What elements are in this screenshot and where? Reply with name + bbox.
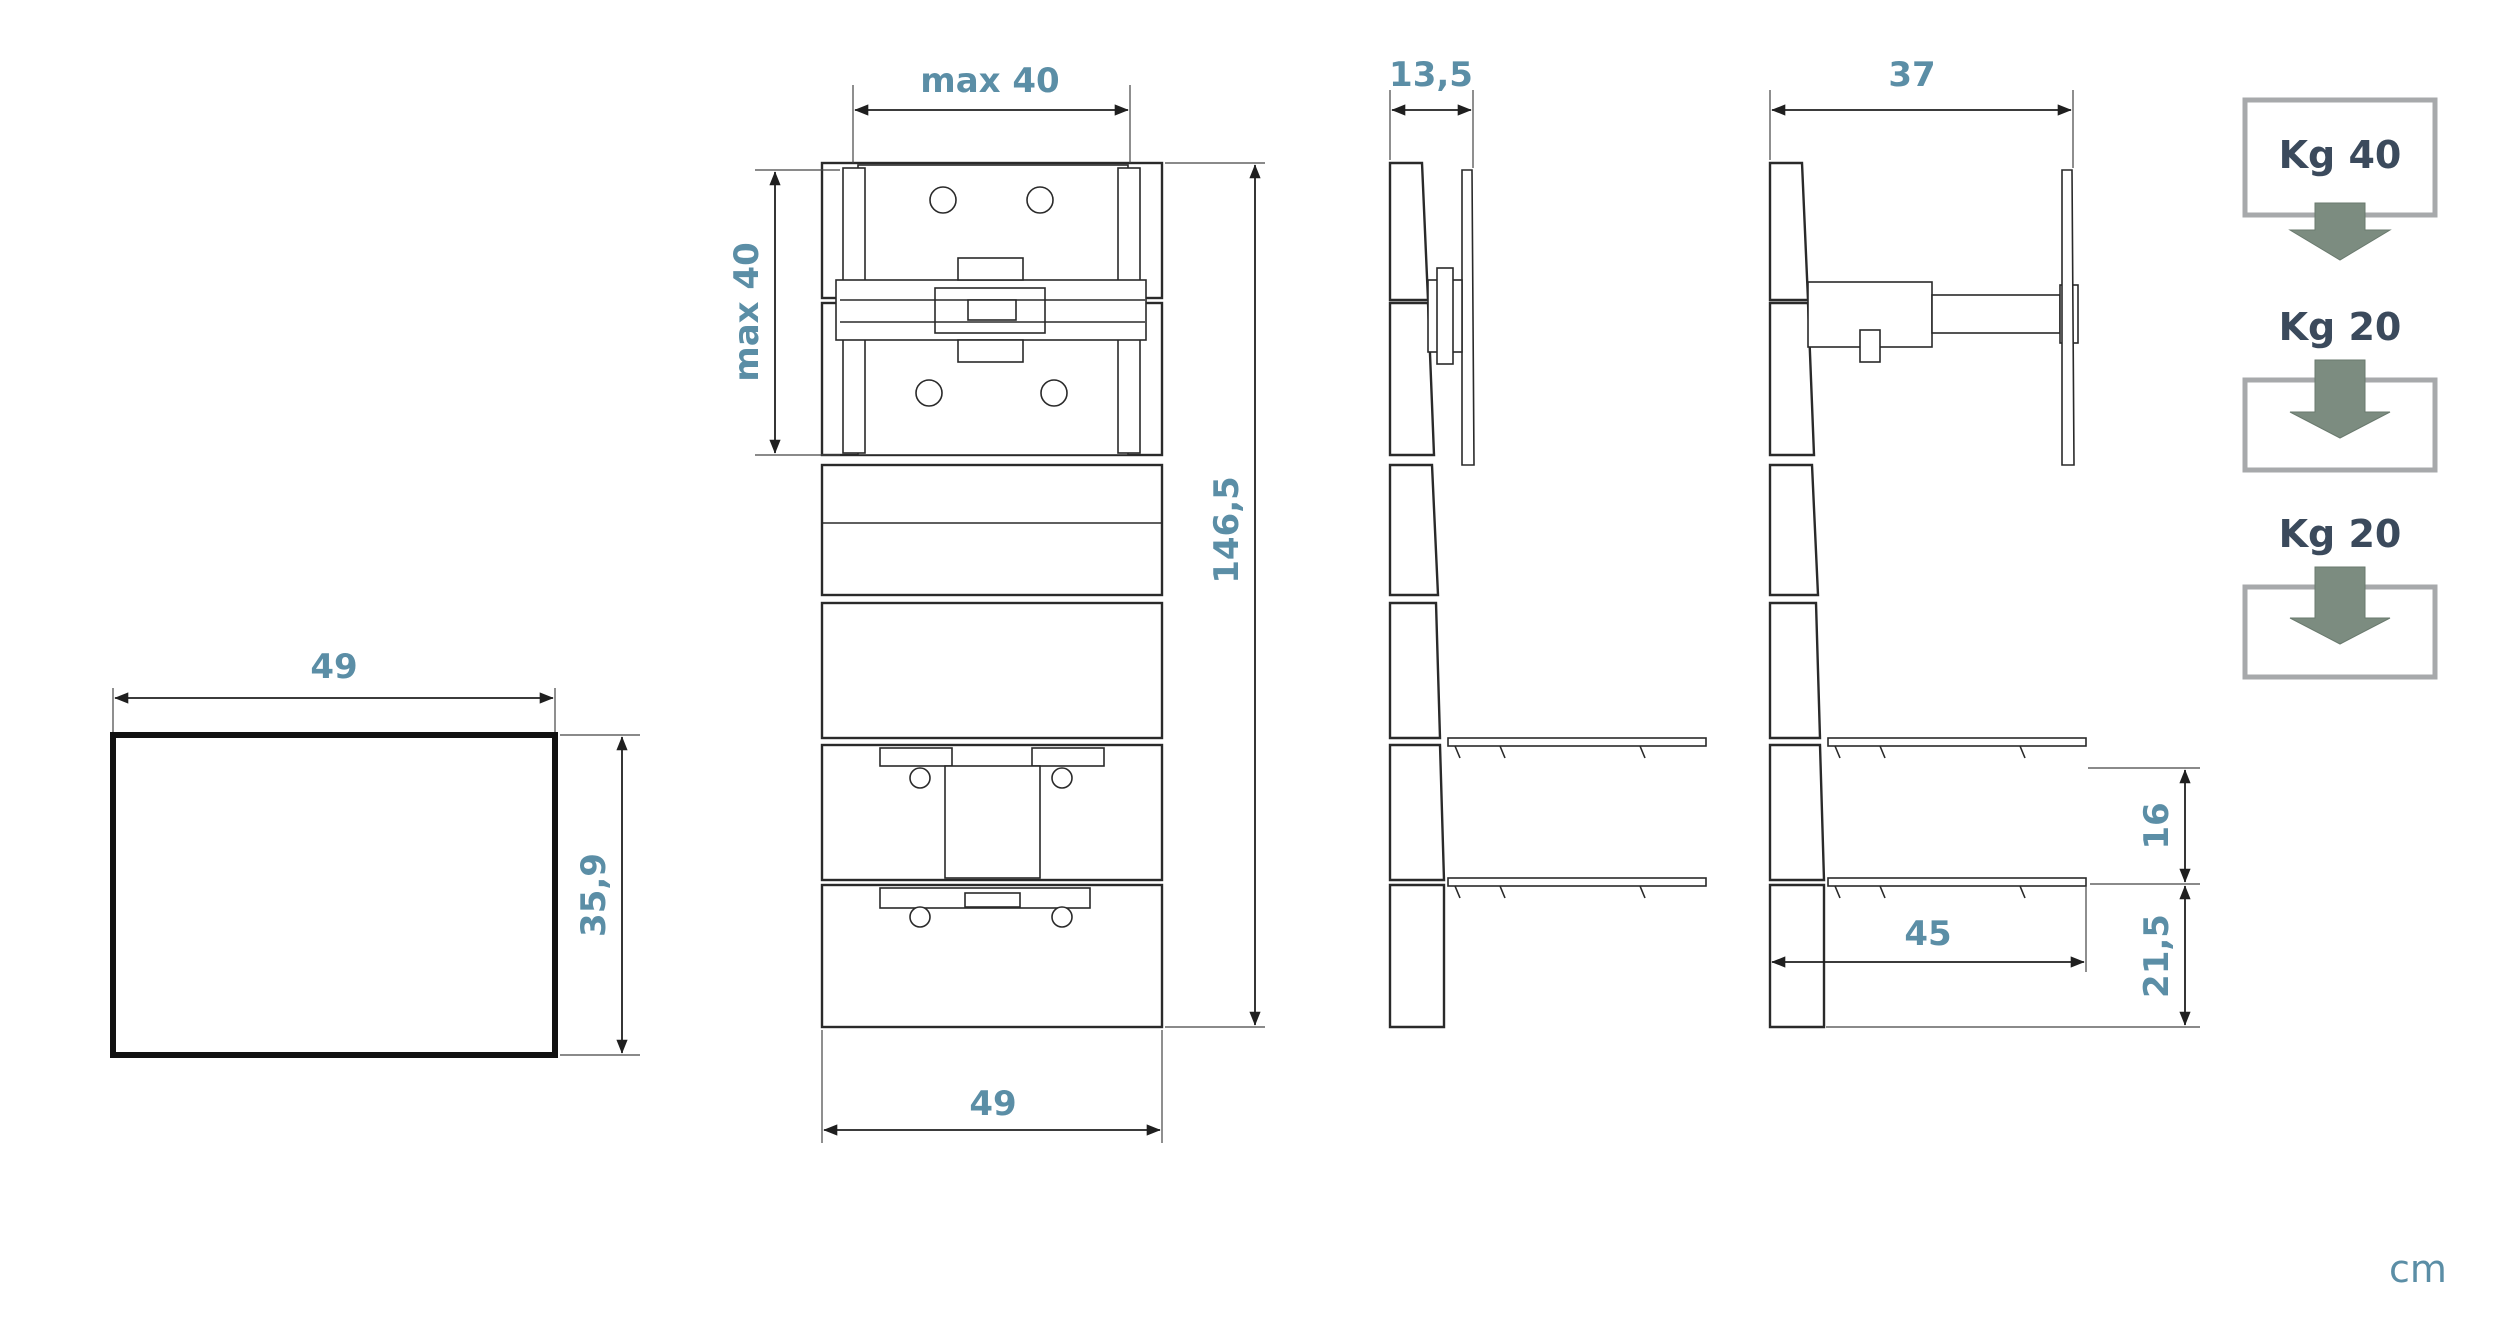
total-height-label: 146,5: [1207, 476, 1247, 584]
load-capacity-label: Kg 20: [2279, 512, 2402, 556]
load-capacity-upper-shelf: Kg 20: [2242, 305, 2438, 473]
load-capacity-legend: Kg 40 Kg 20 Kg 20: [2242, 97, 2438, 680]
vesa-height-label: max 40: [727, 242, 767, 381]
base-width-label: 49: [969, 1084, 1016, 1124]
shelf-spacing-label: 16: [2137, 802, 2177, 849]
unit-label: cm: [2389, 1247, 2447, 1291]
arm-depth-label: 37: [1888, 55, 1935, 95]
side-depth-label: 13,5: [1389, 55, 1473, 95]
load-capacity-tv-mount: Kg 40: [2242, 97, 2438, 261]
load-capacity-lower-shelf: Kg 20: [2242, 512, 2438, 680]
load-arrow-icon: [2288, 202, 2392, 261]
tv-height-label: 35,9: [574, 853, 614, 937]
load-capacity-label: Kg 20: [2279, 305, 2402, 349]
tv-front-view: 49 35,9: [110, 647, 640, 1058]
vesa-width-label: max 40: [920, 61, 1059, 101]
load-capacity-label: Kg 40: [2279, 133, 2402, 177]
load-arrow-icon: [2289, 566, 2391, 645]
stand-side-view-compact: 13,5: [1388, 55, 1707, 1029]
stand-side-view-extended: 37 45 16 21,5: [1768, 55, 2200, 1029]
stand-front-view: max 40 max 40 146,5 49: [727, 61, 1265, 1143]
tv-width-label: 49: [310, 647, 357, 687]
load-arrow-icon: [2289, 359, 2391, 439]
tv-screen-outline: [110, 732, 558, 1058]
shelf-depth-label: 45: [1904, 914, 1951, 954]
shelf-bottom-label: 21,5: [2137, 914, 2177, 998]
